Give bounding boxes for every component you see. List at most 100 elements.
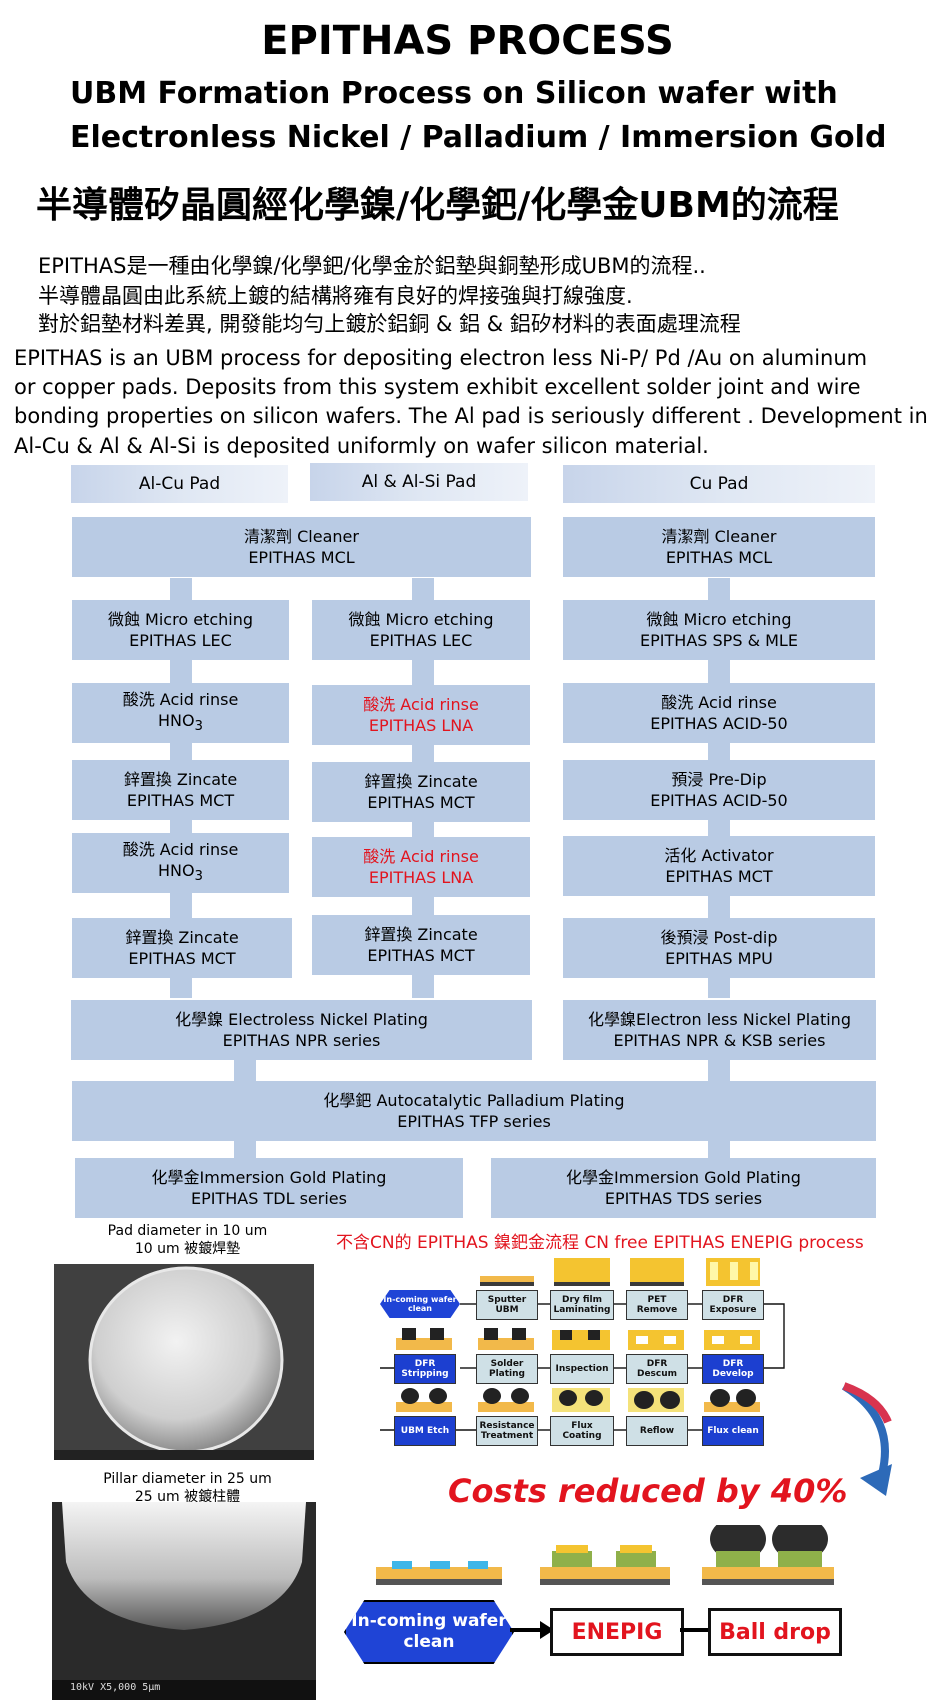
curved-arrow-icon bbox=[841, 1382, 892, 1496]
desc-cn-line2: 半導體晶圓由此系統上鍍的結構將雍有良好的焊接強與打線強度. bbox=[38, 284, 633, 308]
step-gold-ab-product: EPITHAS TDL series bbox=[191, 1189, 347, 1208]
title-chinese: 半導體矽晶圓經化學鎳/化學鈀/化學金UBM的流程 bbox=[36, 185, 839, 226]
pillar-caption-line1: Pillar diameter in 25 um bbox=[103, 1471, 272, 1487]
hno-subscript: 3 bbox=[194, 719, 204, 735]
step-acid2-alsi: 酸洗 Acid rinse EPITHAS LNA bbox=[312, 837, 530, 897]
flow-flux-clean: Flux clean bbox=[702, 1416, 764, 1446]
step-gold-cu-product: EPITHAS TDS series bbox=[604, 1189, 763, 1208]
subtitle-line2: Electronless Nickel / Palladium / Immers… bbox=[70, 120, 887, 155]
simple-wafer-icons bbox=[376, 1525, 834, 1585]
desc-cn-line3: 對於鋁墊材料差異, 開發能均勻上鍍於鋁銅 & 鋁 & 鋁矽材料的表面處理流程 bbox=[38, 312, 741, 336]
step-nickel-ab-product: EPITHAS NPR series bbox=[222, 1031, 381, 1050]
step-etch-alsi-product: EPITHAS LEC bbox=[369, 631, 473, 650]
step-acid1-alsi: 酸洗 Acid rinse EPITHAS LNA bbox=[312, 685, 530, 745]
step-acid1-cu-product: EPITHAS ACID-50 bbox=[650, 714, 788, 733]
flow-dfr-develop: DFR Develop bbox=[702, 1354, 764, 1384]
step-cleaner-cu-name: 清潔劑 Cleaner bbox=[661, 527, 777, 546]
step-nickel-cu-product: EPITHAS NPR & KSB series bbox=[613, 1031, 826, 1050]
step-nickel-ab-name: 化學鎳 Electroless Nickel Plating bbox=[175, 1010, 428, 1029]
flow-dry-film-laminating: Dry film Laminating bbox=[550, 1290, 614, 1320]
flow-sputter-ubm: Sputter UBM bbox=[476, 1290, 538, 1320]
hno-subscript-2: 3 bbox=[194, 869, 204, 885]
enepig-process-heading: 不含CN的 EPITHAS 鎳鈀金流程 CN free EPITHAS ENEP… bbox=[336, 1233, 864, 1253]
flow-ubm-etch: UBM Etch bbox=[394, 1416, 456, 1446]
step-palladium-product: EPITHAS TFP series bbox=[397, 1112, 551, 1131]
step-postdip-cu-name: 後預浸 Post-dip bbox=[660, 928, 778, 947]
step-activator-cu: 活化 Activator EPITHAS MCT bbox=[563, 836, 875, 896]
column-header-alsi: Al & Al-Si Pad bbox=[310, 463, 528, 501]
flow-dfr-stripping: DFR Stripping bbox=[394, 1354, 456, 1384]
subtitle-line1: UBM Formation Process on Silicon wafer w… bbox=[70, 76, 838, 111]
pad-caption: Pad diameter in 10 um 10 um 被鍍焊墊 bbox=[80, 1222, 295, 1258]
step-zinc2-alcu-product: EPITHAS MCT bbox=[128, 949, 236, 968]
step-cleaner-ab-product: EPITHAS MCL bbox=[248, 548, 355, 567]
step-etch-alcu: 微蝕 Micro etching EPITHAS LEC bbox=[72, 600, 289, 660]
step-palladium-name: 化學鈀 Autocatalytic Palladium Plating bbox=[323, 1091, 625, 1110]
step-zinc1-alsi-product: EPITHAS MCT bbox=[367, 793, 475, 812]
pillar-sem-image: 10kV X5,000 5μm bbox=[52, 1502, 316, 1700]
step-acid1-cu-name: 酸洗 Acid rinse bbox=[661, 693, 777, 712]
flow-solder-plating: Solder Plating bbox=[476, 1354, 538, 1384]
simple-enepig-box: ENEPIG bbox=[550, 1608, 684, 1656]
step-postdip-cu: 後預浸 Post-dip EPITHAS MPU bbox=[563, 918, 875, 978]
step-gold-cu: 化學金Immersion Gold Plating EPITHAS TDS se… bbox=[491, 1158, 876, 1218]
step-etch-alcu-product: EPITHAS LEC bbox=[129, 631, 232, 650]
step-zinc1-alcu: 鋅置換 Zincate EPITHAS MCT bbox=[72, 760, 289, 820]
desc-en-line1: EPITHAS is an UBM process for depositing… bbox=[14, 346, 868, 370]
step-zinc1-alsi-name: 鋅置換 Zincate bbox=[364, 772, 478, 791]
step-zinc2-alsi-product: EPITHAS MCT bbox=[367, 946, 475, 965]
simple-ball-drop-box: Ball drop bbox=[708, 1608, 842, 1656]
pad-caption-line2: 10 um 被鍍焊墊 bbox=[134, 1241, 241, 1257]
step-palladium: 化學鈀 Autocatalytic Palladium Plating EPIT… bbox=[72, 1081, 876, 1141]
pillar-caption-line2: 25 um 被鍍柱體 bbox=[134, 1489, 241, 1505]
step-acid1-alcu-product: HNO3 bbox=[158, 710, 203, 737]
step-etch-alsi: 微蝕 Micro etching EPITHAS LEC bbox=[312, 600, 530, 660]
desc-cn-line1: EPITHAS是一種由化學鎳/化學鈀/化學金於鋁墊與銅墊形成UBM的流程.. bbox=[38, 254, 706, 278]
step-postdip-cu-product: EPITHAS MPU bbox=[665, 949, 773, 968]
arrow-right-icon bbox=[510, 1621, 554, 1639]
step-zinc2-alcu-name: 鋅置換 Zincate bbox=[125, 928, 239, 947]
step-activator-cu-product: EPITHAS MCT bbox=[665, 867, 773, 886]
pillar-sem-graphic bbox=[52, 1502, 316, 1700]
step-etch-cu-product: EPITHAS SPS & MLE bbox=[640, 631, 798, 650]
pad-caption-line1: Pad diameter in 10 um bbox=[107, 1223, 268, 1239]
wafer-crosssection-icons bbox=[396, 1258, 760, 1412]
step-predip-cu-name: 預浸 Pre-Dip bbox=[671, 770, 767, 789]
flow-dfr-descum: DFR Descum bbox=[626, 1354, 688, 1384]
sem-footer: 10kV X5,000 5μm bbox=[70, 1682, 161, 1693]
step-predip-cu-product: EPITHAS ACID-50 bbox=[650, 791, 788, 810]
flow-flux-coating: Flux Coating bbox=[550, 1416, 614, 1446]
step-cleaner-ab-name: 清潔劑 Cleaner bbox=[244, 527, 359, 546]
step-cleaner-cu-product: EPITHAS MCL bbox=[665, 548, 773, 567]
simple-incoming-wafer-clean: In-coming wafer clean bbox=[344, 1600, 514, 1664]
step-zinc1-alsi: 鋅置換 Zincate EPITHAS MCT bbox=[312, 762, 530, 822]
column-header-alcu: Al-Cu Pad bbox=[71, 465, 288, 503]
step-acid2-alcu-name: 酸洗 Acid rinse bbox=[122, 839, 239, 859]
step-gold-alcu-alsi: 化學金Immersion Gold Plating EPITHAS TDL se… bbox=[75, 1158, 463, 1218]
step-acid1-alsi-name: 酸洗 Acid rinse bbox=[363, 695, 479, 714]
column-header-cu: Cu Pad bbox=[563, 465, 875, 503]
step-etch-alcu-name: 微蝕 Micro etching bbox=[107, 610, 254, 629]
step-zinc2-alcu: 鋅置換 Zincate EPITHAS MCT bbox=[72, 918, 292, 978]
step-etch-cu: 微蝕 Micro etching EPITHAS SPS & MLE bbox=[563, 600, 875, 660]
step-acid1-cu: 酸洗 Acid rinse EPITHAS ACID-50 bbox=[563, 683, 875, 743]
step-acid1-alcu: 酸洗 Acid rinse HNO3 bbox=[72, 683, 289, 743]
step-zinc2-alsi-name: 鋅置換 Zincate bbox=[364, 925, 478, 944]
step-predip-cu: 預浸 Pre-Dip EPITHAS ACID-50 bbox=[563, 760, 875, 820]
step-acid2-alcu: 酸洗 Acid rinse HNO3 bbox=[72, 833, 289, 893]
hno-text-2: HNO bbox=[157, 860, 195, 880]
step-etch-cu-name: 微蝕 Micro etching bbox=[646, 610, 792, 629]
step-nickel-alcu-alsi: 化學鎳 Electroless Nickel Plating EPITHAS N… bbox=[71, 1000, 532, 1060]
process-flow-diagram: In-coming wafer clean Sputter UBM Dry fi… bbox=[380, 1256, 800, 1456]
step-acid2-alsi-name: 酸洗 Acid rinse bbox=[363, 847, 479, 866]
pillar-caption: Pillar diameter in 25 um 25 um 被鍍柱體 bbox=[80, 1470, 295, 1506]
step-acid1-alcu-name: 酸洗 Acid rinse bbox=[122, 689, 239, 709]
desc-en-line4: Al-Cu & Al & Al-Si is deposited uniforml… bbox=[14, 434, 709, 458]
page-title: EPITHAS PROCESS bbox=[261, 18, 674, 64]
step-zinc1-alcu-product: EPITHAS MCT bbox=[126, 791, 235, 810]
flow-inspection: Inspection bbox=[550, 1354, 614, 1384]
step-cleaner-cu: 清潔劑 Cleaner EPITHAS MCL bbox=[563, 517, 875, 577]
desc-en-line2: or copper pads. Deposits from this syste… bbox=[14, 375, 861, 399]
step-zinc1-alcu-name: 鋅置換 Zincate bbox=[123, 770, 238, 789]
step-acid2-alsi-product: EPITHAS LNA bbox=[368, 868, 474, 887]
